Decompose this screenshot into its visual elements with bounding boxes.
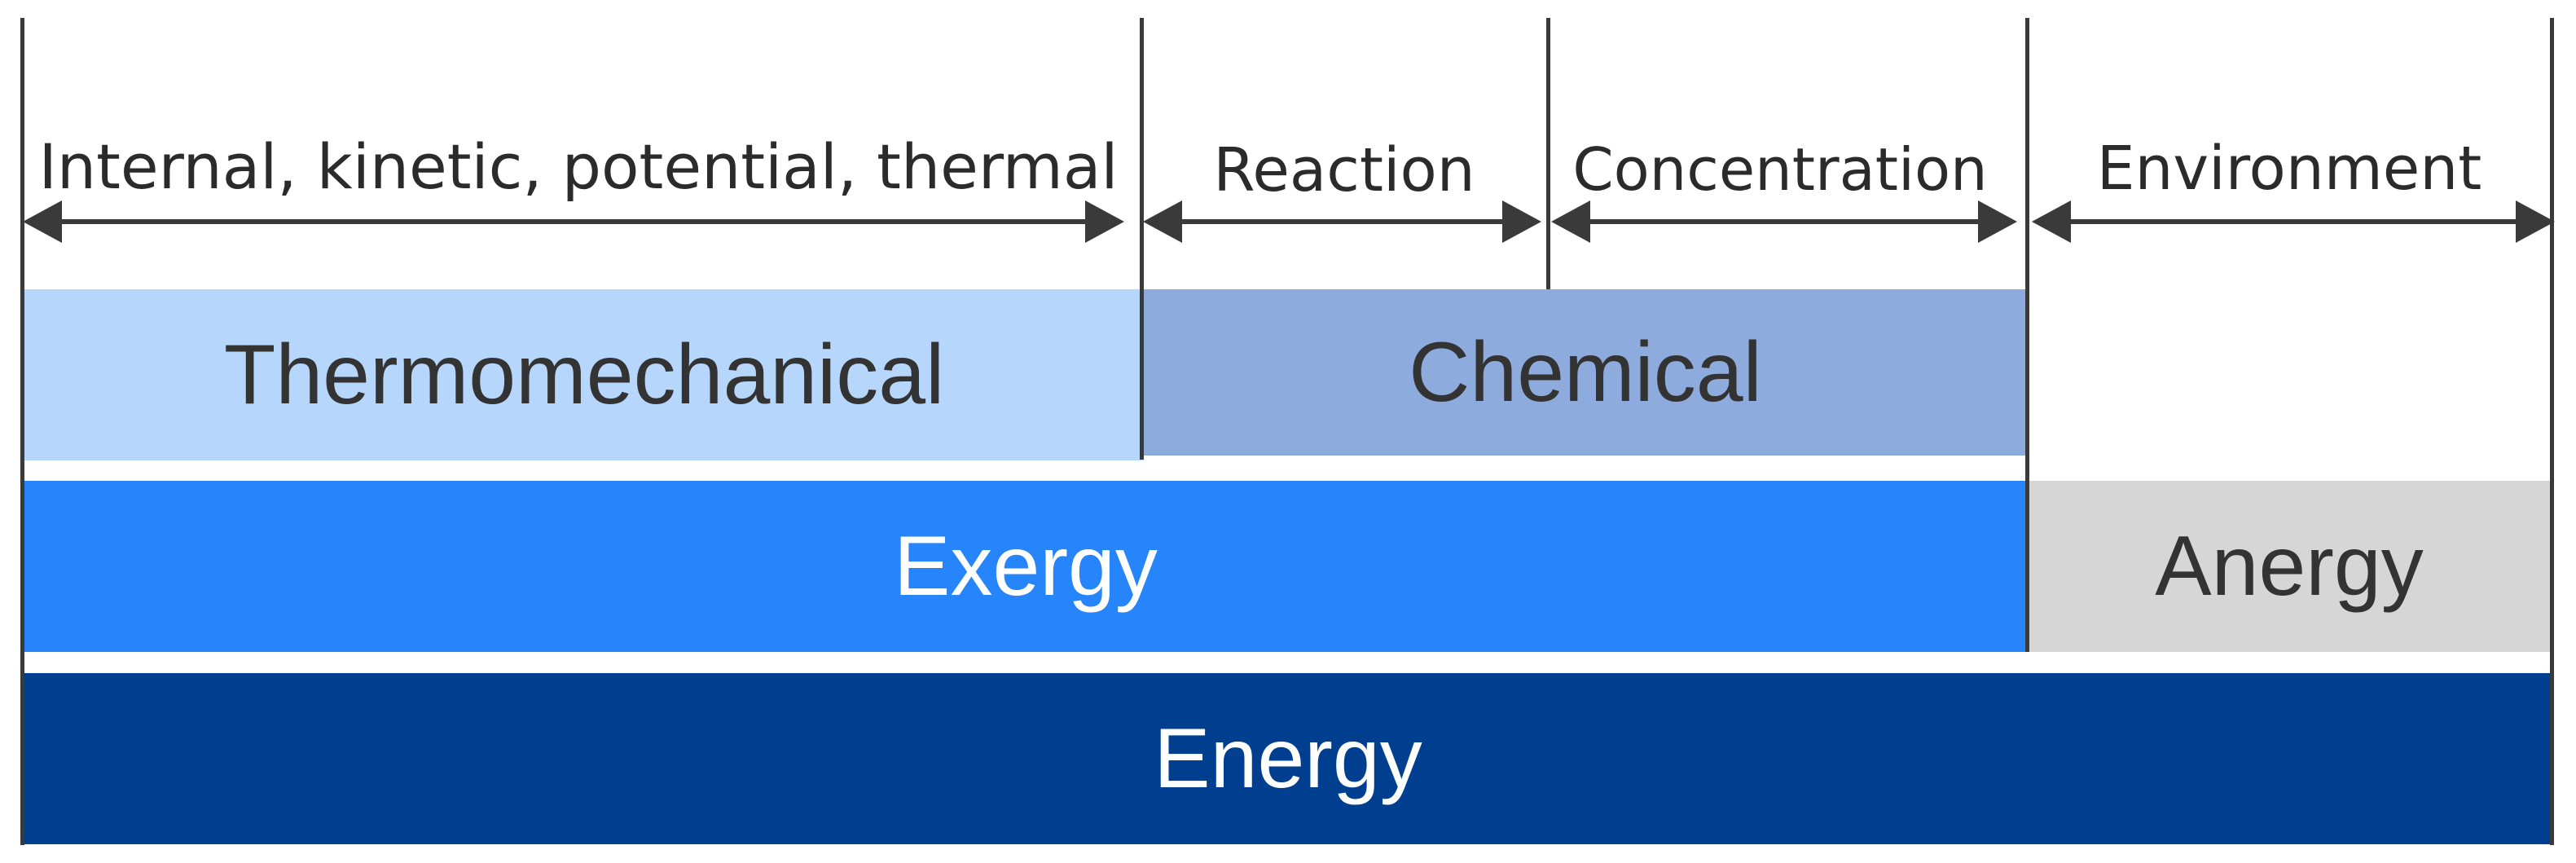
divider-thermo-chemical xyxy=(1140,18,1144,460)
anergy-label: Anergy xyxy=(2155,518,2424,614)
range-label-environment: Environment xyxy=(2096,134,2482,204)
energy-box: Energy xyxy=(24,673,2552,844)
arrow-internal xyxy=(23,200,1124,243)
arrow-concentration xyxy=(1551,200,2017,243)
thermomechanical-box: Thermomechanical xyxy=(24,289,1144,460)
exergy-label: Exergy xyxy=(894,518,1158,614)
thermomechanical-label: Thermomechanical xyxy=(223,327,945,422)
range-label-concentration: Concentration xyxy=(1572,135,1988,204)
divider-right-edge xyxy=(2550,18,2554,845)
chemical-box: Chemical xyxy=(1144,289,2027,456)
exergy-box: Exergy xyxy=(24,481,2027,652)
anergy-box: Anergy xyxy=(2027,481,2552,652)
energy-label: Energy xyxy=(1154,711,1422,806)
divider-left-edge xyxy=(20,18,24,845)
arrow-reaction xyxy=(1143,200,1541,243)
divider-exergy-anergy xyxy=(2025,18,2029,652)
range-label-internal: Internal, kinetic, potential, thermal xyxy=(38,130,1119,203)
chemical-label: Chemical xyxy=(1409,324,1762,420)
divider-reaction-concentration xyxy=(1546,18,1550,289)
range-label-reaction: Reaction xyxy=(1213,135,1475,205)
arrow-environment xyxy=(2032,200,2555,243)
